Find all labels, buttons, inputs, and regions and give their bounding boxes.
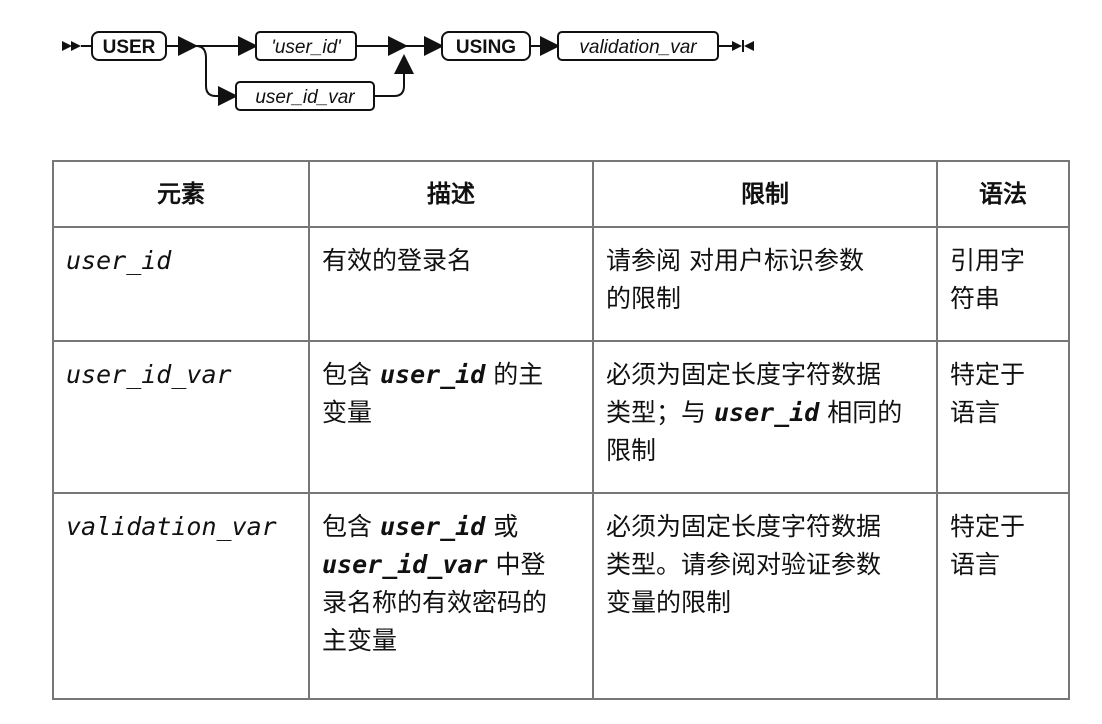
diagram-node-user: USER (91, 31, 167, 61)
syntax-diagram: USER 'user_id' user_id_var USING validat… (62, 31, 754, 111)
svg-text:'user_id': 'user_id' (271, 37, 342, 58)
svg-text:user_id_var: user_id_var (255, 87, 355, 108)
cell-element: user_id (52, 226, 310, 342)
description-text: 的主 (493, 360, 544, 389)
syntax-line: 符串 (950, 284, 1001, 313)
description-text: 有效的登录名 (322, 246, 473, 275)
restriction-line: 类型。请参阅对验证参数 (606, 550, 882, 579)
table-row: user_id_var 包含 user_id 的主 变量 必须为固定长度字符数据… (52, 340, 1070, 494)
cell-restriction: 必须为固定长度字符数据 类型。请参阅对验证参数 变量的限制 (592, 492, 938, 700)
description-text: 中登 (495, 550, 546, 579)
diagram-node-user-id-literal: 'user_id' (255, 31, 357, 61)
syntax-line: 特定于 (950, 360, 1026, 389)
description-text: 录名称的有效密码的 (322, 588, 548, 617)
header-description: 描述 (308, 160, 594, 228)
description-text: 变量 (322, 398, 373, 427)
description-text: 包含 (322, 360, 373, 389)
svg-text:USING: USING (456, 37, 516, 58)
description-text: 主变量 (322, 626, 398, 655)
restriction-line: 变量的限制 (606, 588, 732, 617)
restriction-text: 类型；与 (606, 398, 707, 427)
cell-description: 包含 user_id 的主 变量 (308, 340, 594, 494)
restriction-line: 必须为固定长度字符数据 (606, 512, 882, 541)
cell-description: 有效的登录名 (308, 226, 594, 342)
restriction-line: 限制 (606, 436, 657, 465)
description-code: user_id (379, 360, 486, 389)
table-row: user_id 有效的登录名 请参阅 对用户标识参数 的限制 引用字 符串 (52, 226, 1070, 342)
description-text: 包含 (322, 512, 373, 541)
header-syntax: 语法 (936, 160, 1070, 228)
diagram-start-icon (62, 41, 81, 51)
restriction-code: user_id (713, 398, 820, 427)
syntax-line: 引用字 (950, 246, 1026, 275)
cell-restriction: 请参阅 对用户标识参数 的限制 (592, 226, 938, 342)
cell-syntax: 引用字 符串 (936, 226, 1070, 342)
restriction-text: 相同的 (827, 398, 903, 427)
syntax-line: 语言 (950, 550, 1001, 579)
element-name: user_id_var (66, 360, 232, 389)
diagram-node-validation-var: validation_var (557, 31, 719, 61)
cell-syntax: 特定于 语言 (936, 340, 1070, 494)
diagram-end-icon (732, 40, 754, 52)
element-name: validation_var (66, 512, 277, 541)
description-code: user_id_var (322, 550, 488, 579)
header-element: 元素 (52, 160, 310, 228)
restriction-line: 的限制 (606, 284, 682, 313)
cell-description: 包含 user_id 或 user_id_var 中登 录名称的有效密码的 主变… (308, 492, 594, 700)
syntax-line: 语言 (950, 398, 1001, 427)
restriction-line: 请参阅 对用户标识参数 (606, 246, 864, 275)
cell-syntax: 特定于 语言 (936, 492, 1070, 700)
parameter-table: 元素 描述 限制 语法 user_id 有效的登录名 请参阅 对用户标识参数 的… (52, 160, 1070, 700)
cell-element: user_id_var (52, 340, 310, 494)
element-name: user_id (66, 246, 172, 275)
restriction-line: 必须为固定长度字符数据 (606, 360, 882, 389)
cell-restriction: 必须为固定长度字符数据 类型；与 user_id 相同的 限制 (592, 340, 938, 494)
table-header-row: 元素 描述 限制 语法 (52, 160, 1070, 228)
diagram-node-using: USING (441, 31, 531, 61)
syntax-line: 特定于 (950, 512, 1026, 541)
svg-text:validation_var: validation_var (579, 37, 697, 58)
diagram-lines (81, 36, 732, 106)
diagram-node-user-id-var: user_id_var (235, 81, 375, 111)
description-text: 或 (493, 512, 519, 541)
table-row: validation_var 包含 user_id 或 user_id_var … (52, 492, 1070, 700)
svg-text:USER: USER (103, 37, 156, 58)
header-restriction: 限制 (592, 160, 938, 228)
description-code: user_id (379, 512, 486, 541)
cell-element: validation_var (52, 492, 310, 700)
